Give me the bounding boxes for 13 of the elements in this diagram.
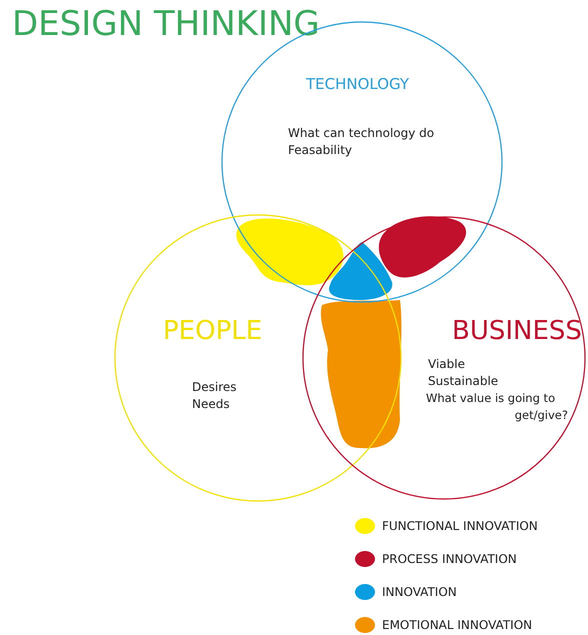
circle-body-text: What can technology do Feasability — [288, 125, 436, 159]
circle-body-text: Desires Needs — [192, 379, 238, 413]
circle-heading: PEOPLE — [163, 316, 262, 348]
legend-label: INNOVATION — [382, 585, 457, 599]
circle-body-text: What value is going to get/give? — [426, 390, 568, 424]
circle-heading: TECHNOLOGY — [306, 75, 410, 93]
circle-body-text: Viable — [428, 356, 465, 373]
legend-label: EMOTIONAL INNOVATION — [382, 618, 532, 632]
legend-label: FUNCTIONAL INNOVATION — [382, 519, 538, 533]
circle-heading: BUSINESS — [452, 316, 582, 348]
circle-body-text: Sustainable — [428, 373, 498, 390]
diagram-title: DESIGN THINKING — [12, 4, 320, 44]
legend-label: PROCESS INNOVATION — [382, 552, 517, 566]
